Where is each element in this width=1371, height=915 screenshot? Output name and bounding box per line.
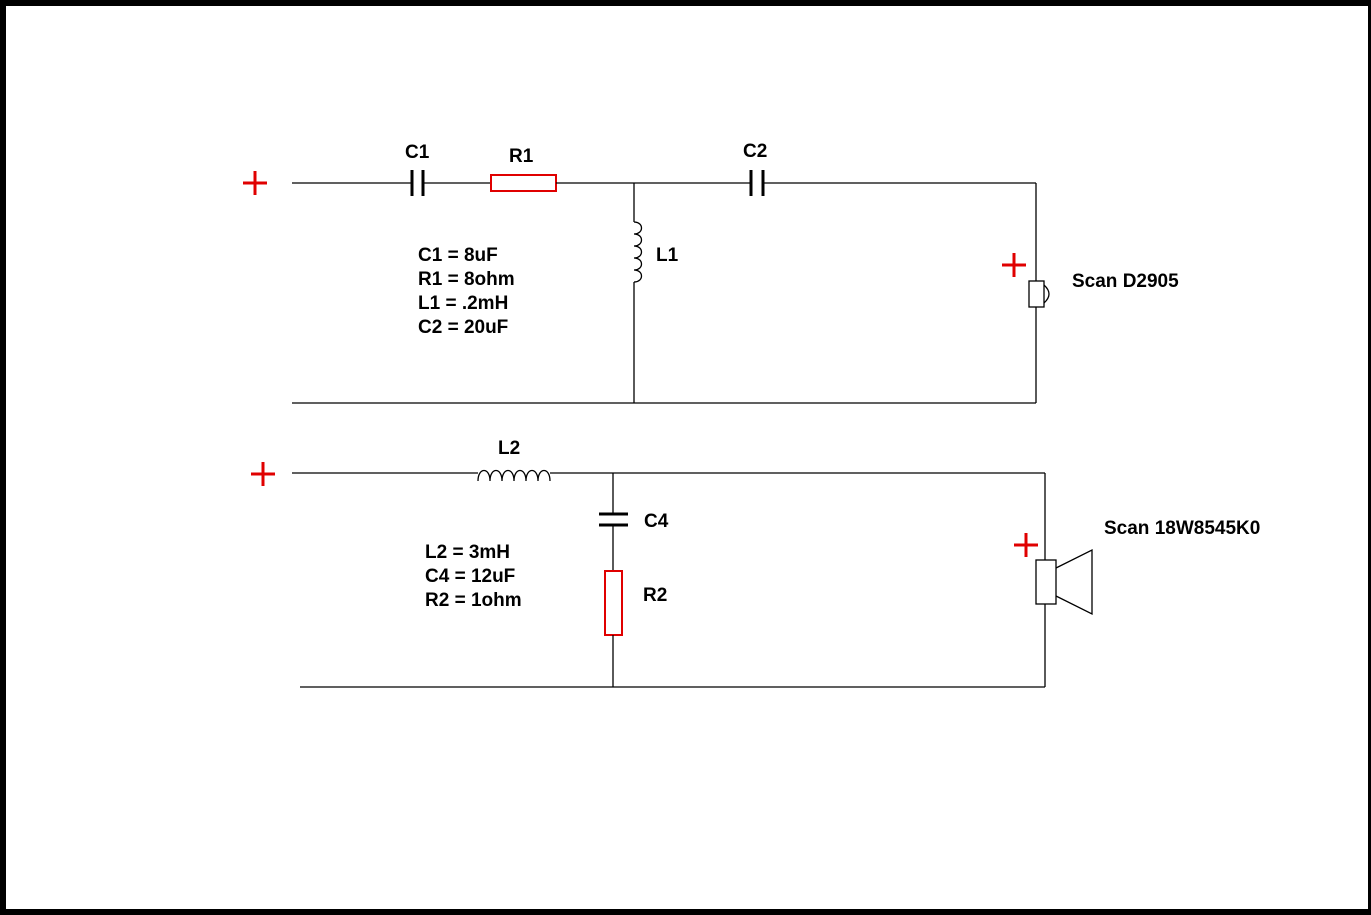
label-l1: L1 [656, 245, 679, 266]
value-line: L1 = .2mH [418, 293, 508, 314]
input-plus-sign-1 [243, 171, 267, 195]
woofer-driver [1035, 548, 1093, 616]
driver-label-woofer: Scan 18W8545K0 [1104, 518, 1260, 539]
value-line: L2 = 3mH [425, 542, 510, 563]
label-l2: L2 [498, 438, 520, 459]
resistor-r1 [490, 174, 557, 192]
value-line: R1 = 8ohm [418, 269, 515, 290]
driver-plus-sign-2 [1014, 533, 1038, 557]
inductor-l2 [477, 469, 551, 482]
label-c4: C4 [644, 511, 669, 532]
capacitor-c2 [749, 170, 765, 196]
value-line: C4 = 12uF [425, 566, 515, 587]
capacitor-c1 [410, 170, 425, 196]
tweeter-driver [1028, 280, 1050, 308]
value-line: C2 = 20uF [418, 317, 508, 338]
woofer-circuit: L2 C4 R2 L2 = 3mH C4 = 12uF R2 = 1ohm Sc… [251, 438, 1260, 688]
label-c2: C2 [743, 141, 767, 162]
inductor-l1 [633, 221, 643, 283]
resistor-r2 [604, 570, 623, 636]
driver-plus-sign-1 [1002, 253, 1026, 277]
capacitor-c4 [599, 512, 628, 527]
value-line: R2 = 1ohm [425, 590, 522, 611]
tweeter-circuit: C1 R1 C2 L1 C1 = 8uF R1 = 8ohm L1 = .2mH… [243, 141, 1179, 404]
value-line: C1 = 8uF [418, 245, 498, 266]
label-r1: R1 [509, 146, 534, 167]
input-plus-sign-2 [251, 462, 275, 486]
label-c1: C1 [405, 142, 430, 163]
driver-label-tweeter: Scan D2905 [1072, 271, 1179, 292]
label-r2: R2 [643, 585, 667, 606]
